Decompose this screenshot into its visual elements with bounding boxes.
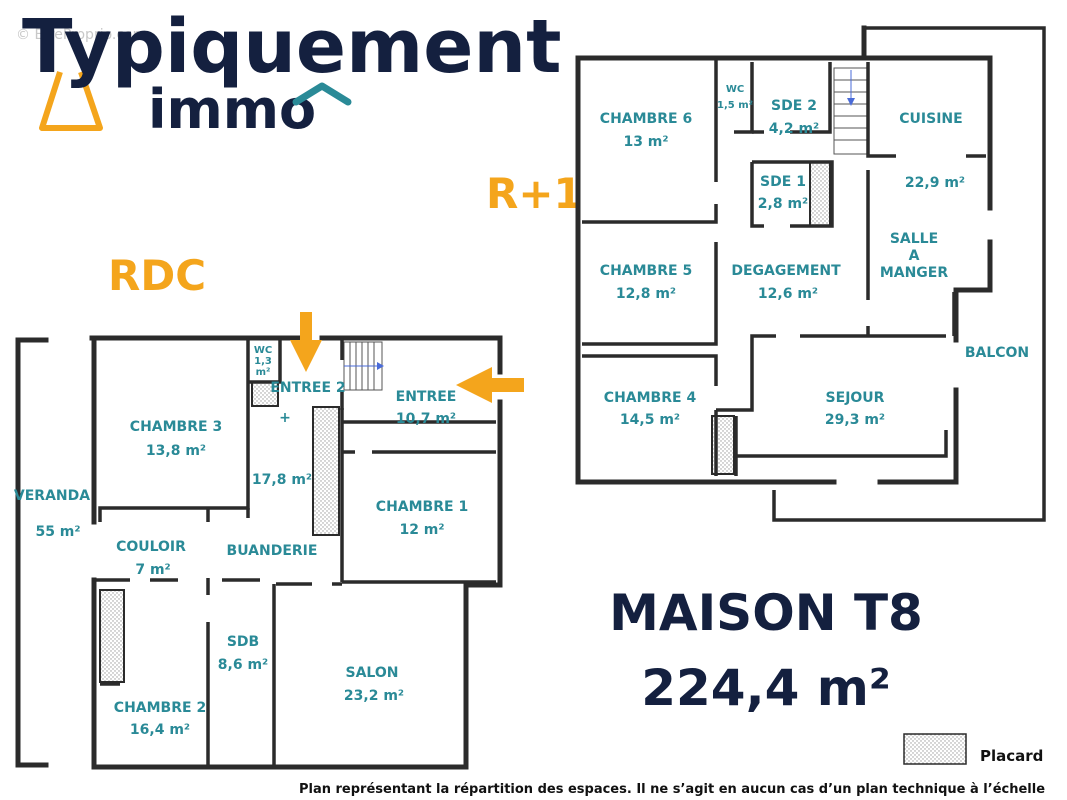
property-total-area: 224,4 m² [641,659,891,717]
r1-outer-walls [575,25,993,485]
sde1-area: 2,8 m² [758,196,808,212]
placard-sde1 [809,161,831,227]
r1-plan: CHAMBRE 6 13 m² WC 1,5 m² SDE 2 4,2 m² C… [575,25,1046,522]
r1-wall-sde2 [752,62,832,134]
buanderie-label: BUANDERIE [227,543,318,559]
sde1-label: SDE 1 [760,174,806,190]
entree2-label: ENTREE 2 [270,380,345,396]
rdc-wc-area2: m² [256,367,271,378]
r1-wall-chambre4-top [582,354,718,386]
couloir-area: 7 m² [135,562,170,578]
cuisine-area: 22,9 m² [905,175,965,191]
balcon-outline [772,26,1046,522]
chambre5-area: 12,8 m² [616,286,676,302]
r1-staircase [833,67,869,155]
rdc-wc-area1: 1,3 [254,356,272,367]
logo-text-line2: immo [148,78,316,141]
r1-wall-chambre6 [582,204,718,224]
rdc-staircase [343,341,384,391]
placard-wc [251,381,279,407]
rdc-wall-wc [248,338,282,384]
balcon-label: BALCON [965,345,1029,361]
salon-label: SALON [346,665,399,681]
sde2-area: 4,2 m² [769,121,819,137]
chambre4-area: 14,5 m² [620,412,680,428]
logo-text-line1: Typiquement [22,4,561,90]
r1-wall-chambre5 [582,242,718,346]
r1-wall-wc [734,62,754,134]
veranda-area: 55 m² [35,524,80,540]
r1-wall-sde1 [750,160,834,228]
rdc-plan: VERANDA 55 m² CHAMBRE 3 13,8 m² WC 1,3 m… [14,312,524,770]
salle-a-manger-line1: SALLE [890,231,938,247]
salle-a-manger-line3: MANGER [880,265,949,281]
legend-placard-swatch [903,733,967,765]
salle-a-manger-line2: A [909,248,920,264]
placard-entree2 [312,406,340,536]
entree2-area: 17,8 m² [252,472,312,488]
chambre5-label: CHAMBRE 5 [600,263,692,279]
placard-chambre2 [99,589,125,683]
level-label-r1: R+1 [486,169,583,218]
rdc-wc-label: WC [254,345,272,356]
disclaimer-text: Plan représentant la répartition des esp… [299,782,1045,797]
entree2-plus: + [279,410,291,426]
sde2-label: SDE 2 [771,98,817,114]
rdc-outer-walls [89,335,503,770]
rdc-wall-couloir [94,578,342,586]
veranda-bracket [15,337,49,768]
chambre2-label: CHAMBRE 2 [114,700,206,716]
chambre4-label: CHAMBRE 4 [604,390,697,406]
r1-wc-area: 1,5 m² [717,100,753,111]
chambre1-area: 12 m² [399,522,444,538]
degagement-area: 12,6 m² [758,286,818,302]
chambre2-area: 16,4 m² [130,722,190,738]
logo: Typiquement immo [22,4,561,141]
house-roof-icon [292,82,352,106]
property-title: MAISON T8 [609,584,923,642]
veranda-label: VERANDA [14,488,90,504]
chambre6-label: CHAMBRE 6 [600,111,692,127]
r1-wall-sejour [716,334,946,412]
entrance-arrow-left-icon [456,367,524,403]
chambre3-label: CHAMBRE 3 [130,419,222,435]
sdb-area: 8,6 m² [218,657,268,673]
cuisine-label: CUISINE [899,111,962,127]
degagement-label: DEGAGEMENT [731,263,841,279]
level-label-rdc: RDC [108,251,206,300]
watermark-text: © EtreProprio.com [16,27,146,43]
chambre1-label: CHAMBRE 1 [376,499,468,515]
sejour-area: 29,3 m² [825,412,885,428]
entree-area: 10,7 m² [396,411,456,427]
r1-wall-cuisine [866,62,986,158]
chambre6-area: 13 m² [623,134,668,150]
sejour-label: SEJOUR [826,390,885,406]
salon-area: 23,2 m² [344,688,404,704]
sdb-label: SDB [227,634,259,650]
entree-label: ENTREE [396,389,457,405]
legend-placard-label: Placard [980,747,1043,765]
r1-wc-label: WC [726,84,744,95]
entrance-arrow-down-icon [290,312,322,372]
couloir-label: COULOIR [116,539,186,555]
chambre3-area: 13,8 m² [146,443,206,459]
logo-triangle-mark [39,71,103,131]
rdc-wall-chambre3 [98,338,250,522]
